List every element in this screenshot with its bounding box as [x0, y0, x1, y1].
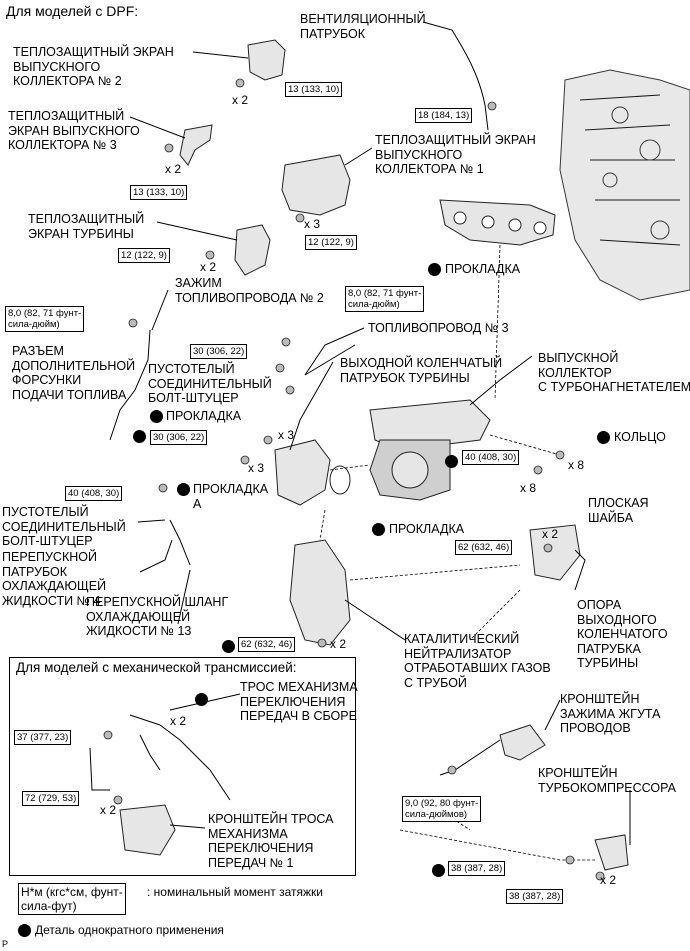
heat-shield-1-part [281, 154, 351, 216]
quantity-label: x 2 [100, 803, 117, 817]
quantity-label: x 3 [278, 428, 295, 442]
vent-pipe-label: ВЕНТИЛЯЦИОННЫЙ ПАТРУБОК [300, 12, 426, 41]
shift-cable-2-part [139, 734, 161, 771]
quantity-label: x 8 [520, 481, 537, 495]
torque-spec: 13 (133, 10) [285, 82, 343, 97]
outlet-elbow-part [274, 439, 331, 506]
quantity-label: x 2 [600, 873, 617, 887]
torque-spec: 38 (387, 28) [448, 861, 506, 876]
legend-unit-desc: : номинальный момент затяжки [147, 885, 323, 899]
heat-shield-3-label: ТЕПЛОЗАЩИТНЫЙ ЭКРАН ВЫПУСКНОГО КОЛЛЕКТОР… [8, 109, 140, 152]
non-reusable-icon [428, 263, 441, 276]
torque-spec: 62 (632, 46) [455, 540, 513, 555]
bypass-pipe-part [169, 519, 191, 566]
non-reusable-icon [372, 523, 385, 536]
wire-bracket-part [499, 724, 546, 761]
non-reusable-icon [432, 864, 445, 877]
non-reusable-icon [597, 431, 610, 444]
torque-spec: 38 (387, 28) [506, 889, 564, 904]
torque-spec: 37 (377, 23) [14, 730, 72, 745]
bypass-hose-13-label: ПЕРЕПУСКНОЙ ШЛАНГ ОХЛАЖДАЮЩЕЙ ЖИДКОСТИ №… [86, 595, 229, 638]
gasket-2-label: ПРОКЛАДКА [166, 409, 242, 423]
fuel-pipe-3-part [304, 344, 356, 376]
elbow-support-label: ОПОРА ВЫХОДНОГО КОЛЕНЧАТОГО ПАТРУБКА ТУР… [577, 598, 668, 670]
non-reusable-icon [177, 483, 190, 496]
quantity-label: x 2 [200, 260, 217, 274]
non-reusable-icon [195, 693, 208, 706]
torque-spec: 30 (306, 22) [150, 430, 208, 445]
quantity-label: x 2 [165, 162, 182, 176]
quantity-label: x 2 [170, 714, 187, 728]
torque-spec: 9,0 (92, 80 фунт- сила-дюймов) [402, 796, 482, 822]
torque-spec: 12 (122, 9) [305, 235, 357, 250]
catalytic-part [289, 539, 351, 646]
fuel-pipe-3-label: ТОПЛИВОПРОВОД № 3 [368, 321, 509, 335]
non-reusable-icon [133, 430, 146, 443]
engine-block [559, 69, 690, 301]
quantity-label: x 2 [330, 637, 347, 651]
torque-spec: 40 (408, 30) [462, 450, 520, 465]
torque-spec: 8,0 (82, 71 фунт- сила-дюйм) [5, 306, 85, 332]
torque-spec: 62 (632, 46) [238, 637, 296, 652]
quantity-label: x 3 [304, 217, 321, 231]
quantity-label: x 8 [568, 458, 585, 472]
injector-connector-label: РАЗЪЕМ ДОПОЛНИТЕЛЬНОЙ ФОРСУНКИ ПОДАЧИ ТО… [12, 344, 136, 402]
turbo-shield-label: ТЕПЛОЗАЩИТНЫЙ ЭКРАН ТУРБИНЫ [28, 212, 145, 241]
turbo-bracket-part [594, 834, 629, 871]
outlet-elbow-label: ВЫХОДНОЙ КОЛЕНЧАТЫЙ ПАТРУБОК ТУРБИНЫ [340, 356, 503, 385]
turbo-shield-part [234, 224, 271, 276]
heat-shield-3-part [179, 124, 213, 166]
non-reusable-icon [445, 455, 458, 468]
exhaust-manifold-part [369, 399, 491, 501]
exhaust-manifold-label: ВЫПУСКНОЙ КОЛЛЕКТОР С ТУРБОНАГНЕТАТЕЛЕМ [538, 351, 690, 394]
non-reusable-icon [18, 924, 31, 937]
union-bolt-1-label: ПУСТОТЕЛЫЙ СОЕДИНИТЕЛЬНЫЙ БОЛТ-ШТУЦЕР [148, 362, 272, 405]
bypass-pipe-4-label: ПЕРЕПУСКНОЙ ПАТРУБОК ОХЛАЖДАЮЩЕЙ ЖИДКОСТ… [2, 550, 107, 608]
non-reusable-icon [222, 640, 235, 653]
legend-non-reusable: Деталь однократного применения [35, 923, 224, 937]
torque-spec: 12 (122, 9) [118, 248, 170, 263]
quantity-label: x 2 [232, 93, 249, 107]
gasket-a-label: ПРОКЛАДКА A [193, 482, 269, 511]
cable-bracket-part [119, 804, 176, 856]
wire-bracket-label: КРОНШТЕЙН ЗАЖИМА ЖГУТА ПРОВОДОВ [560, 692, 661, 735]
torque-spec: 8,0 (82, 71 фунт- сила-дюйм) [345, 286, 425, 312]
shift-cable-part [129, 714, 231, 801]
torque-spec: 72 (729, 53) [22, 791, 80, 806]
manifold-gasket-part [439, 199, 556, 246]
torque-spec: 13 (133, 10) [130, 185, 188, 200]
elbow-support-part [529, 524, 581, 581]
manifold-gasket-label: ПРОКЛАДКА [445, 262, 521, 276]
ring-label: КОЛЬЦО [614, 430, 666, 444]
cable-bracket-label: КРОНШТЕЙН ТРОСА МЕХАНИЗМА ПЕРЕКЛЮЧЕНИЯ П… [208, 812, 334, 870]
heat-shield-2-part [247, 39, 286, 81]
manual-box-title: Для моделей с механической трансмиссией: [16, 660, 297, 675]
heat-shield-1-label: ТЕПЛОЗАЩИТНЫЙ ЭКРАН ВЫПУСКНОГО КОЛЛЕКТОР… [375, 133, 536, 176]
fuel-clamp-label: ЗАЖИМ ТОПЛИВОПРОВОДА № 2 [175, 276, 324, 305]
torque-spec: 18 (184, 13) [415, 108, 473, 123]
quantity-label: x 2 [542, 527, 559, 541]
non-reusable-icon [150, 410, 163, 423]
fuel-pipe-part [109, 329, 151, 441]
heat-shield-2-label: ТЕПЛОЗАЩИТНЫЙ ЭКРАН ВЫПУСКНОГО КОЛЛЕКТОР… [13, 45, 174, 88]
shift-cable-label: ТРОС МЕХАНИЗМА ПЕРЕКЛЮЧЕНИЯ ПЕРЕДАЧ В СБ… [240, 680, 358, 723]
union-bolt-2-label: ПУСТОТЕЛЫЙ СОЕДИНИТЕЛЬНЫЙ БОЛТ-ШТУЦЕР [2, 505, 126, 548]
legend-unit-box: Н*м (кгс*см, фунт- сила-фут) [18, 883, 126, 915]
manual-transmission-box [9, 657, 356, 876]
vent-pipe-part [457, 39, 489, 131]
elbow-gasket-part [329, 465, 351, 495]
header-title: Для моделей с DPF: [6, 3, 139, 19]
quantity-label: x 3 [248, 461, 265, 475]
torque-spec: 30 (306, 22) [190, 344, 248, 359]
gasket-3-label: ПРОКЛАДКА [389, 522, 465, 536]
corner-mark: P [2, 939, 9, 949]
catalytic-label: КАТАЛИТИЧЕСКИЙ НЕЙТРАЛИЗАТОР ОТРАБОТАВШИ… [404, 632, 551, 690]
turbo-bracket-label: КРОНШТЕЙН ТУРБОКОМПРЕССОРА [538, 766, 676, 795]
flat-washer-label: ПЛОСКАЯ ШАЙБА [588, 496, 649, 525]
torque-spec: 40 (408, 30) [65, 486, 123, 501]
